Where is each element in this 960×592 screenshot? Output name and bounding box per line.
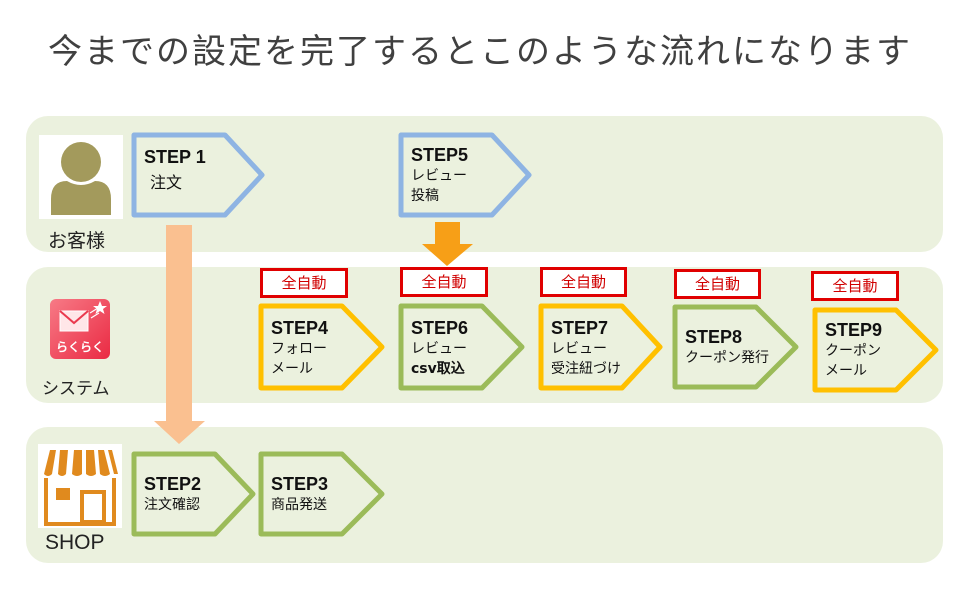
step-4-shape [258, 303, 385, 391]
step-5-shape [398, 132, 532, 218]
step-4: STEP4 フォロー メール [258, 303, 386, 391]
step-5-label-2: 投稿 [411, 188, 439, 204]
step-3-number: STEP3 [271, 474, 329, 494]
step-7-label-1: レビュー [551, 341, 607, 357]
step-6-label-1: レビュー [411, 341, 467, 357]
step-1: STEP 1 注文 [131, 132, 265, 218]
step-4-number: STEP4 [271, 318, 329, 338]
lane-shop [26, 427, 943, 563]
flow-arrow-review [420, 222, 474, 272]
step-8-shape [672, 304, 799, 390]
step-5-number: STEP5 [411, 145, 469, 165]
page-title: 今までの設定を完了するとこのような流れになります [48, 32, 912, 72]
step-2-label-1: 注文確認 [144, 497, 200, 513]
step-9-label-1: クーポン [825, 343, 881, 359]
step-6: STEP6 レビュー csv取込 [398, 303, 526, 391]
step-8-label-1: クーポン発行 [685, 350, 769, 366]
flow-arrow-order [150, 225, 210, 449]
step-4-label-2: メール [271, 361, 313, 377]
step-6-label-2: csv取込 [411, 361, 465, 377]
step-1-shape [131, 132, 265, 218]
step-9-shape [812, 307, 939, 393]
step-3-shape [258, 451, 385, 537]
step-5: STEP5 レビュー 投稿 [398, 132, 532, 218]
step-1-number: STEP 1 [144, 147, 206, 167]
auto-badge-step6: 全自動 [400, 267, 488, 297]
auto-badge-step4: 全自動 [260, 268, 348, 298]
person-icon [39, 135, 123, 219]
step-9-number: STEP9 [825, 320, 883, 340]
rakuraku-icon-text: らくらく [56, 340, 104, 354]
step-6-number: STEP6 [411, 318, 469, 338]
step-1-label: 注文 [150, 173, 183, 192]
lane-label-customer: お客様 [48, 230, 106, 252]
step-8-number: STEP8 [685, 327, 743, 347]
step-2-shape [131, 451, 256, 537]
step-5-label-1: レビュー [411, 168, 467, 184]
step-4-label-1: フォロー [271, 341, 327, 357]
auto-badge-step8: 全自動 [674, 269, 761, 299]
step-7-shape [538, 303, 663, 391]
step-2: STEP2 注文確認 [131, 451, 257, 537]
step-7-label-2: 受注紐づけ [551, 361, 621, 377]
auto-badge-step7: 全自動 [540, 267, 627, 297]
auto-badge-step9: 全自動 [811, 271, 899, 301]
step-9-label-2: メール [825, 363, 867, 379]
rakuraku-mail-icon: らくらく [48, 297, 112, 361]
step-7-number: STEP7 [551, 318, 609, 338]
step-2-number: STEP2 [144, 474, 202, 494]
shop-icon [38, 444, 122, 528]
step-8: STEP8 クーポン発行 [672, 304, 800, 390]
lane-label-shop: SHOP [45, 531, 105, 554]
step-3-label-1: 商品発送 [271, 497, 327, 513]
step-9: STEP9 クーポン メール [812, 307, 940, 393]
lane-label-system: システム [42, 379, 110, 399]
step-3: STEP3 商品発送 [258, 451, 386, 537]
step-7: STEP7 レビュー 受注紐づけ [538, 303, 664, 391]
step-6-shape [398, 303, 525, 391]
